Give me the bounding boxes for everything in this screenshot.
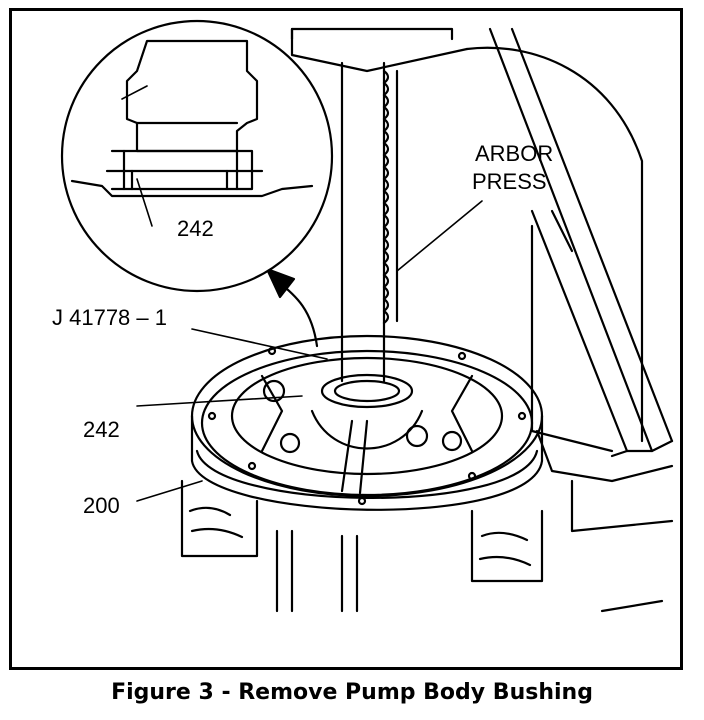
illustration xyxy=(60,19,674,613)
detail-view xyxy=(60,19,334,293)
label-tool-number: J 41778 – 1 xyxy=(52,305,167,330)
label-pump-body: 200 xyxy=(83,493,120,518)
label-bushing-detail: 242 xyxy=(177,216,214,241)
figure-frame: ARBOR PRESS J 41778 – 1 242 242 200 xyxy=(9,8,683,670)
press-ram xyxy=(340,61,399,383)
figure-caption: Figure 3 - Remove Pump Body Bushing xyxy=(111,680,593,705)
direction-arrow xyxy=(265,267,319,348)
leader-lines xyxy=(121,85,483,502)
press-column xyxy=(290,27,644,453)
label-arbor: ARBOR xyxy=(475,141,554,166)
press-base xyxy=(535,429,674,613)
pump-body xyxy=(190,334,544,511)
label-bushing-main: 242 xyxy=(83,417,120,442)
label-press: PRESS xyxy=(472,169,547,194)
press-bars xyxy=(488,27,674,458)
wood-blocks xyxy=(180,479,544,613)
